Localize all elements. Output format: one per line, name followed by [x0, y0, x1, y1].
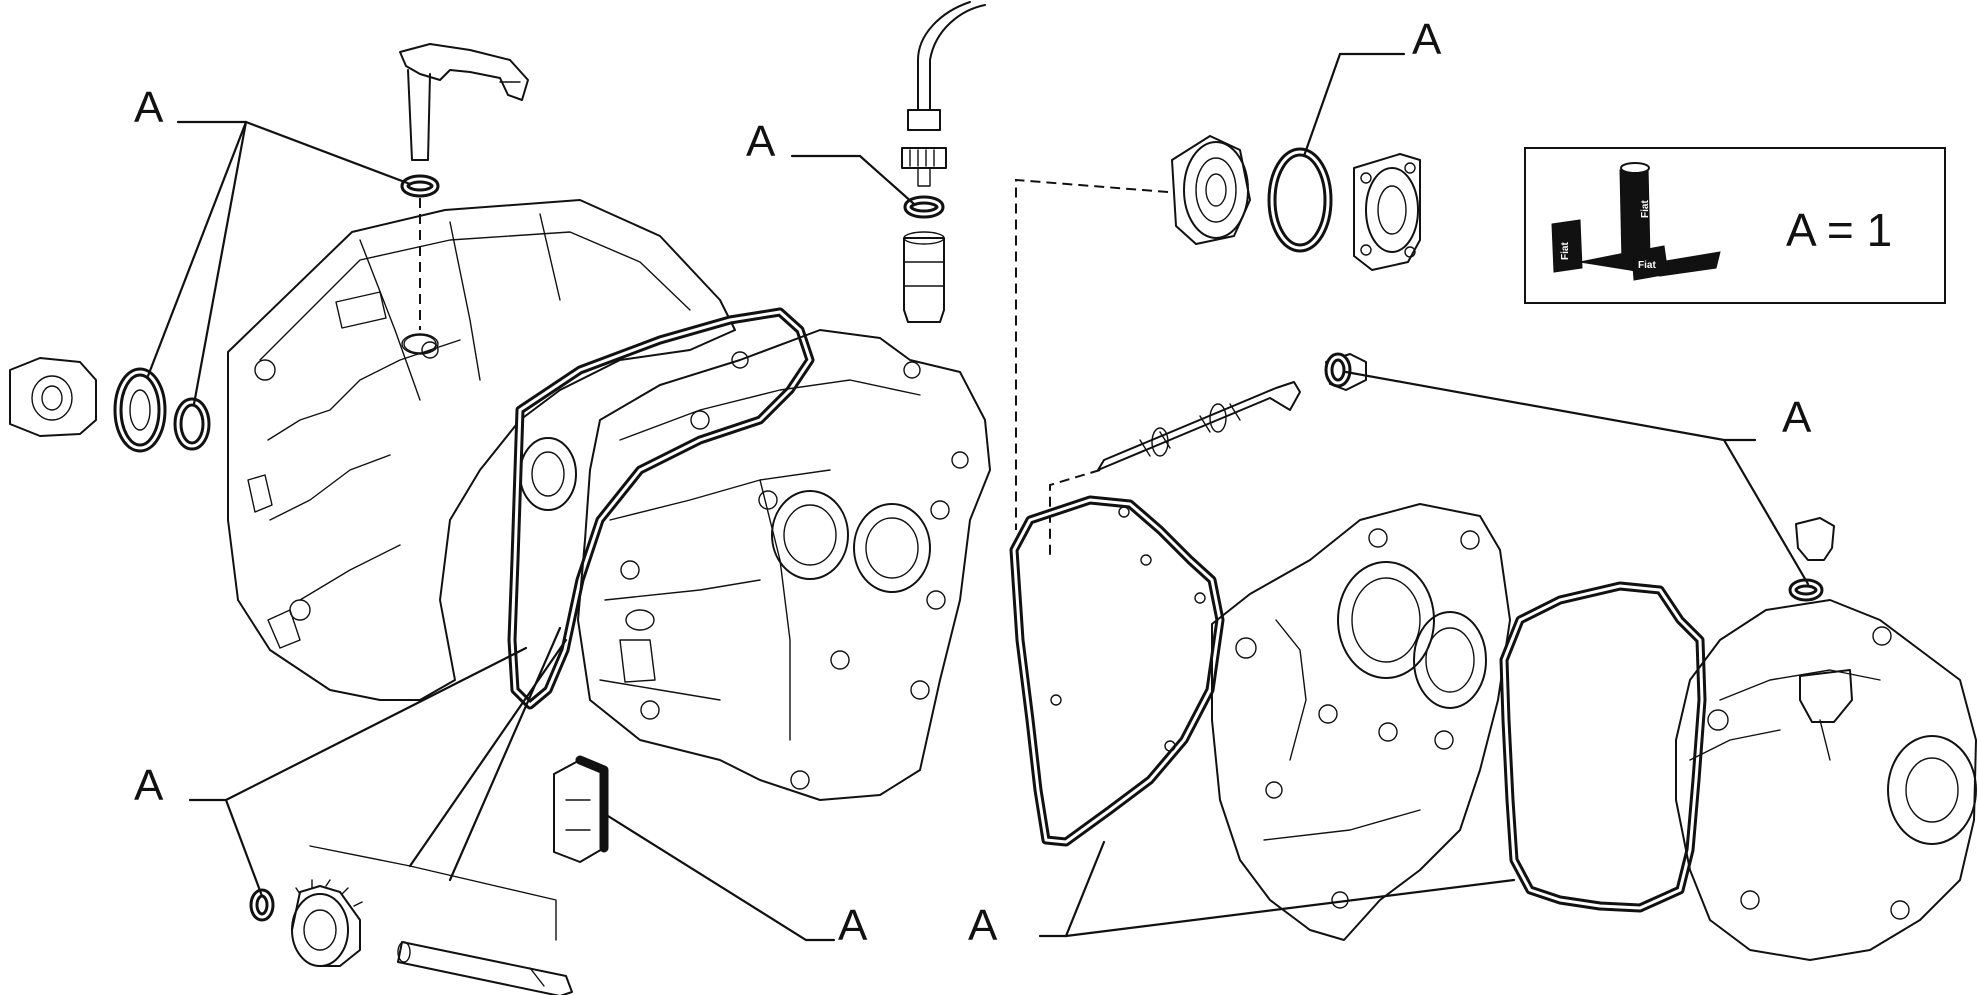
reverse-idler-gear [291, 879, 363, 967]
callout-label-bottom-center: A [838, 901, 868, 950]
legend-pack-label-pad: Fiat [1560, 242, 1571, 260]
output-flange-cover [1353, 153, 1421, 271]
callout-label-bottom-right: A [968, 901, 998, 950]
callout-label-bottom-left: A [134, 761, 164, 810]
intermediate-plate [1211, 503, 1511, 941]
rubber-pad [553, 755, 609, 863]
callout-label-top-center: A [746, 117, 776, 166]
reverse-idler-shaft [397, 941, 573, 995]
speedometer-drive-assembly [901, 1, 986, 187]
cover-gasket-2 [1009, 495, 1225, 847]
housing-gasket-1 [507, 307, 815, 710]
callout-label-right: A [1782, 393, 1812, 442]
callout-label-top-left: A [134, 83, 164, 132]
gearbox-main-housing [227, 199, 736, 701]
left-oil-seal [173, 397, 211, 451]
bearing-seal-ring [1267, 147, 1333, 253]
drive-shaft [1097, 381, 1301, 471]
release-bearing-seal-ring [113, 367, 167, 453]
speedometer-oring-seal [903, 195, 945, 219]
top-oring-seal [400, 174, 440, 198]
selector-fork-shaft [399, 43, 529, 161]
leader-lines [146, 52, 1810, 942]
cover-gasket-3 [1499, 581, 1707, 913]
cover-plug-bolt [1795, 517, 1835, 561]
legend-box: Fiat Fiat Fiat A = 1 [1524, 147, 1946, 304]
intermediate-gear-case [577, 329, 991, 801]
ball-bearing [1171, 135, 1251, 245]
callout-label-top-right: A [1412, 15, 1442, 64]
rear-end-cover [1675, 599, 1977, 961]
cover-plug-oring [1788, 578, 1824, 602]
legend-text: A = 1 [1786, 204, 1892, 256]
speedometer-sleeve [903, 231, 945, 323]
legend-pack-label-box: Fiat [1638, 260, 1656, 271]
legend-pack-label-tube: Fiat [1640, 200, 1651, 218]
clutch-release-bearing [9, 357, 97, 437]
sealant-tube-and-pads-icon: Fiat Fiat Fiat [1551, 162, 1721, 281]
breather-cap [1324, 352, 1367, 391]
